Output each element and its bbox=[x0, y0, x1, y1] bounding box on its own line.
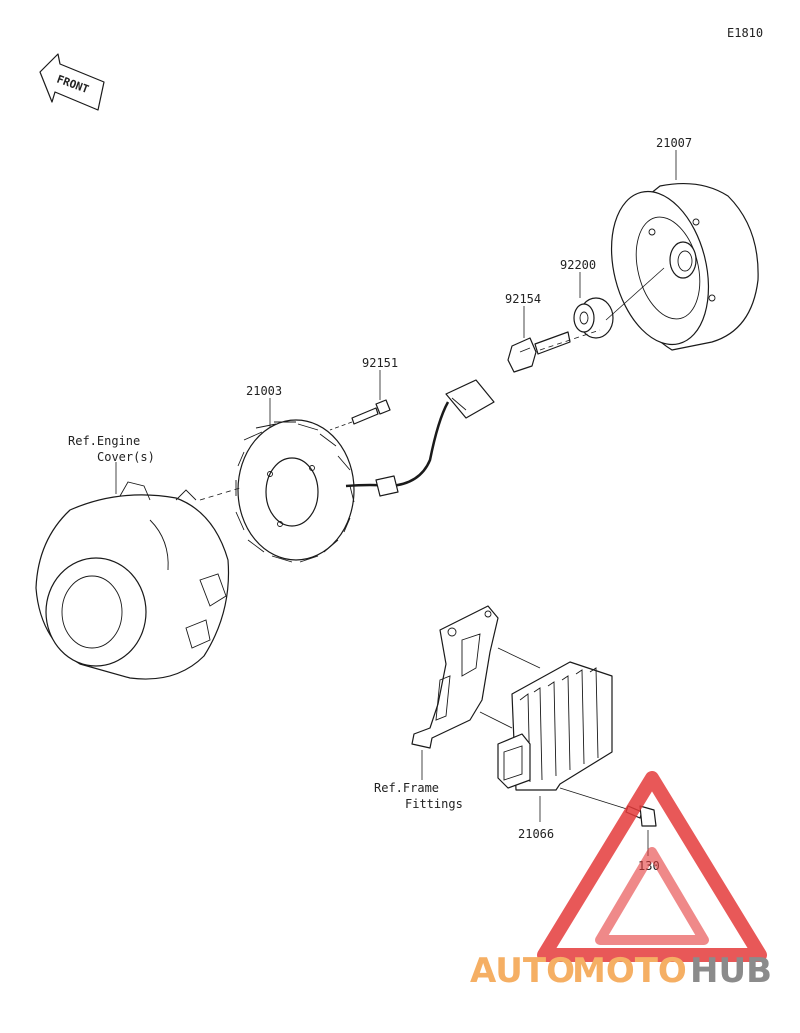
watermark-logo: AUTO MOTO HUB bbox=[470, 771, 772, 991]
spacer-part bbox=[573, 297, 614, 339]
stator-bolt-part bbox=[351, 399, 391, 425]
label-92200: 92200 bbox=[560, 258, 596, 272]
flywheel-bolt-part bbox=[507, 331, 571, 373]
watermark-auto: AUTO bbox=[470, 951, 575, 991]
ref-frame-line2: Fittings bbox=[405, 797, 463, 811]
frame-bracket-part bbox=[411, 605, 499, 749]
watermark-hub: HUB bbox=[690, 951, 772, 991]
front-arrow-icon: FRONT bbox=[39, 53, 105, 111]
ref-frame-line1: Ref.Frame bbox=[374, 781, 439, 795]
flywheel-part bbox=[610, 182, 759, 351]
ref-engine-cover-line2: Cover(s) bbox=[97, 450, 155, 464]
regulator-part bbox=[497, 661, 613, 791]
label-21007: 21007 bbox=[656, 136, 692, 150]
stator-harness-part bbox=[345, 379, 495, 497]
ref-engine-cover-line1: Ref.Engine bbox=[68, 434, 140, 448]
label-92151: 92151 bbox=[362, 356, 398, 370]
label-21066: 21066 bbox=[518, 827, 554, 841]
watermark-moto: MOTO bbox=[572, 951, 687, 991]
label-92154: 92154 bbox=[505, 292, 541, 306]
label-21003: 21003 bbox=[246, 384, 282, 398]
stator-part bbox=[235, 419, 355, 563]
engine-cover-part bbox=[35, 481, 230, 680]
diagram-code: E1810 bbox=[727, 26, 763, 40]
